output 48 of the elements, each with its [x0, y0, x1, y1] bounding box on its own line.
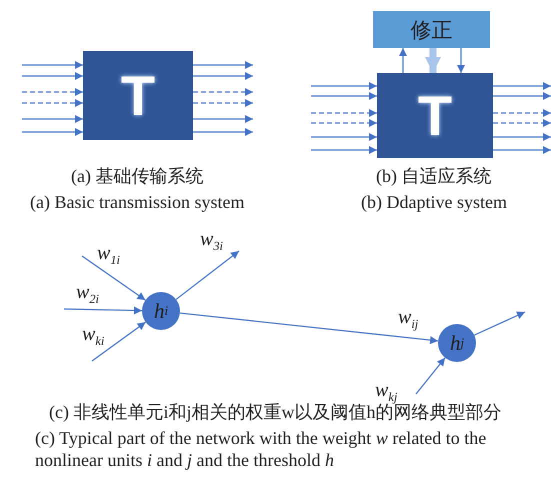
caption: (a) 基础传输系统: [71, 166, 204, 188]
arrow: [64, 306, 142, 314]
edge-label: w$_{kj}$: [375, 380, 398, 404]
edge-label: w$_{1i}$: [97, 243, 120, 266]
arrow: [180, 312, 438, 344]
arrow: [311, 109, 377, 117]
arrow: [399, 48, 407, 73]
correction-box: 修正: [373, 11, 490, 48]
block-box: T: [377, 73, 493, 158]
edge-label: w$_{2i}$: [76, 282, 99, 306]
edge-label: w$_{ki}$: [82, 324, 104, 348]
caption: (a) Basic transmission system: [30, 192, 244, 214]
edge-label: w$_{3i}$: [200, 229, 223, 252]
arrow: [311, 146, 377, 154]
arrow: [193, 72, 253, 80]
arrow: [457, 48, 465, 73]
arrow: [493, 82, 551, 90]
arrow: [493, 92, 551, 100]
arrow: [22, 61, 83, 69]
arrow: [92, 322, 146, 362]
arrow: [82, 256, 146, 301]
arrow: [193, 88, 253, 96]
arrow: [493, 133, 551, 141]
arrow: [193, 128, 253, 136]
caption: (c) Typical part of the network with the weight w related to the nonlinear units i and j and the threshold h: [35, 428, 488, 472]
arrow: [493, 119, 551, 127]
arrow: [416, 357, 446, 394]
caption: (b) Ddaptive system: [361, 192, 507, 214]
arrow: [425, 48, 441, 73]
arrow: [22, 72, 83, 80]
arrow: [493, 109, 551, 117]
arrow: [474, 311, 526, 336]
arrow: [193, 99, 253, 107]
caption: (b) 自适应系统: [376, 166, 492, 188]
arrow: [311, 92, 377, 100]
arrow: [311, 119, 377, 127]
arrow: [311, 133, 377, 141]
arrow: [311, 82, 377, 90]
arrow: [22, 128, 83, 136]
arrow: [493, 146, 551, 154]
block-box: T: [83, 51, 193, 140]
edge-label: w$_{ij}$: [398, 307, 418, 330]
arrow: [22, 115, 83, 123]
arrow: [176, 250, 240, 300]
arrow: [193, 115, 253, 123]
arrow: [193, 61, 253, 69]
arrow: [22, 88, 83, 96]
arrow: [22, 99, 83, 107]
